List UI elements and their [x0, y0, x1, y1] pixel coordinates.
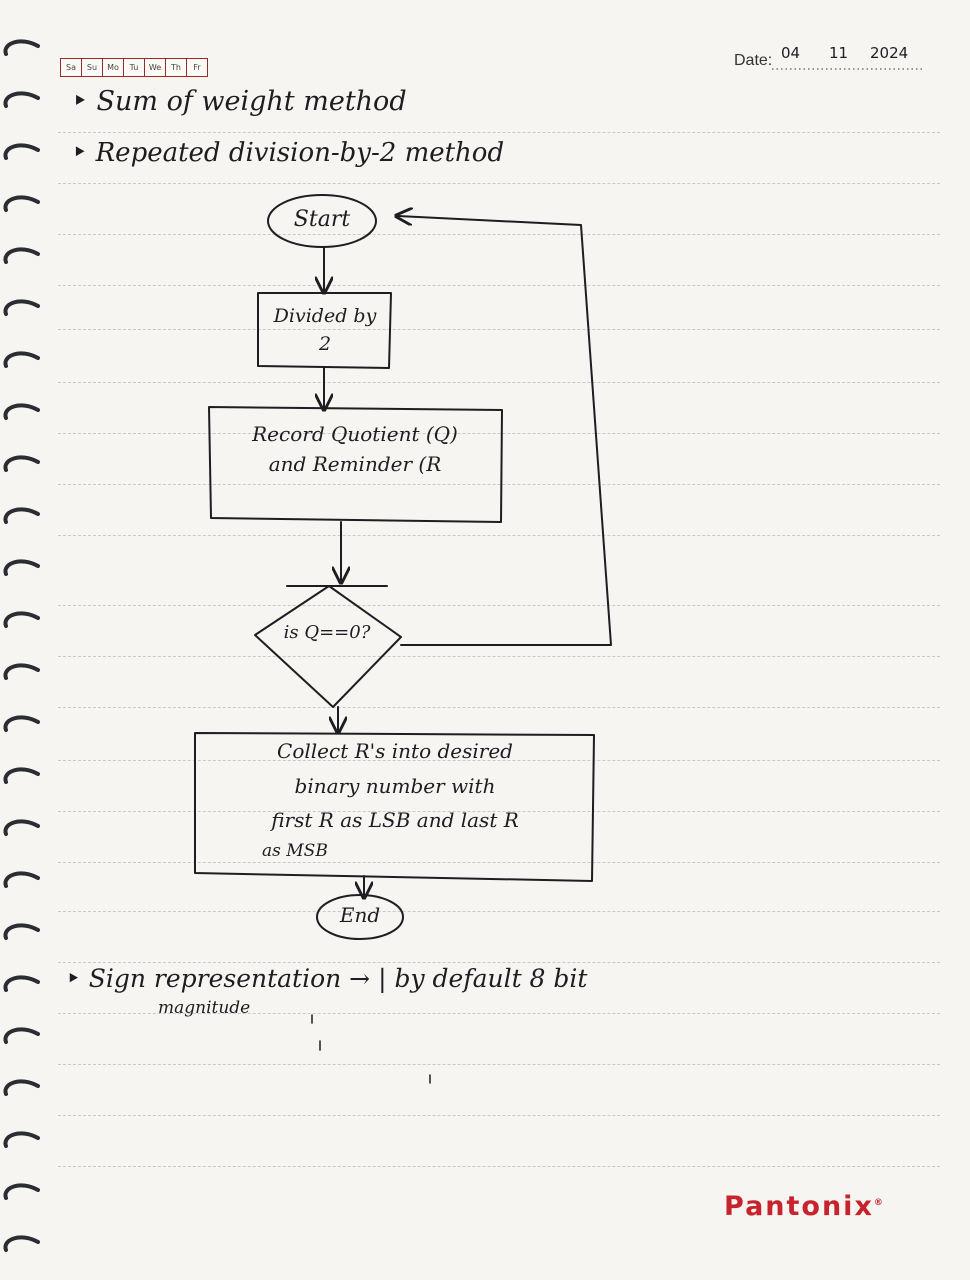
- collect-process-box: [194, 732, 595, 882]
- spiral-ring: [3, 1027, 40, 1044]
- collect-label-line2: binary number with: [294, 774, 496, 798]
- spiral-ring: [3, 611, 40, 628]
- start-terminal: [267, 194, 377, 248]
- end-label: End: [339, 903, 381, 927]
- date-day: 04: [781, 44, 801, 62]
- spiral-ring: [3, 923, 40, 940]
- record-label-line1: Record Quotient (Q): [252, 422, 458, 446]
- spiral-ring: [3, 871, 40, 888]
- date-month: 11: [829, 44, 849, 62]
- spiral-ring: [3, 351, 40, 368]
- spiral-ring: [3, 819, 40, 836]
- brand-logo: Pantonix®: [724, 1191, 883, 1222]
- spiral-ring: [3, 767, 40, 784]
- day-box: Fr: [186, 58, 208, 77]
- divide-label-line1: Divided by: [273, 305, 377, 327]
- spiral-ring: [3, 715, 40, 732]
- spiral-ring: [3, 247, 40, 264]
- spiral-ring: [3, 663, 40, 680]
- collect-label-line3: first R as LSB and last R: [271, 808, 519, 832]
- decision-label: is Q==0?: [283, 622, 371, 643]
- note-line-sum-of-weight: ‣ Sum of weight method: [72, 86, 407, 117]
- divide-label-line2: 2: [318, 333, 332, 355]
- spiral-ring: [3, 455, 40, 472]
- date-label: Date:: [734, 52, 773, 69]
- spiral-ring: [3, 143, 40, 160]
- collect-label-line4: as MSB: [262, 841, 328, 861]
- spiral-ring: [3, 299, 40, 316]
- note-line-sign-representation: ‣ Sign representation → | by default 8 b…: [66, 964, 588, 993]
- spiral-ring: [3, 1183, 40, 1200]
- weekday-boxes: Sa Su Mo Tu We Th Fr: [60, 58, 208, 77]
- collect-label-line1: Collect R's into desired: [277, 739, 513, 763]
- decision-diamond: [254, 585, 402, 708]
- spiral-ring: [3, 1131, 40, 1148]
- spiral-ring: [3, 195, 40, 212]
- spiral-ring: [3, 91, 40, 108]
- spiral-ring: [3, 507, 40, 524]
- spiral-ring: [3, 1235, 40, 1252]
- spiral-ring: [3, 39, 40, 56]
- record-label-line2: and Reminder (R: [268, 452, 442, 476]
- end-terminal: [316, 894, 404, 940]
- date-year: 2024: [870, 44, 909, 62]
- divide-process-box: [257, 292, 392, 369]
- record-process-box: [208, 406, 503, 523]
- loop-back-arrow: [398, 216, 612, 646]
- note-line-magnitude: magnitude: [158, 998, 251, 1018]
- spiral-ring: [3, 1079, 40, 1096]
- spiral-ring: [3, 403, 40, 420]
- note-line-repeated-division: ‣ Repeated division-by-2 method: [72, 138, 505, 168]
- spiral-ring: [3, 559, 40, 576]
- spiral-binding: [3, 39, 40, 1252]
- spiral-ring: [3, 975, 40, 992]
- start-label: Start: [293, 207, 351, 232]
